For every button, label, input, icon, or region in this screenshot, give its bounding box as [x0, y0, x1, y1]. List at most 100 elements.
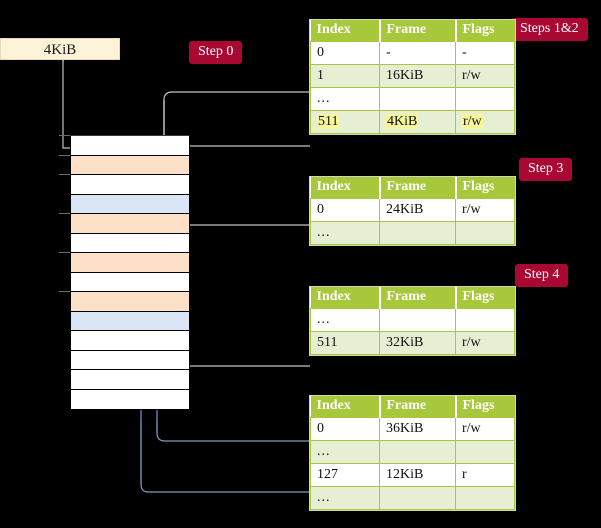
table-cell-frame: 24KiB	[379, 198, 456, 222]
cell-text: 24KiB	[386, 201, 424, 217]
column-header-frame: Frame	[379, 177, 457, 199]
cell-text: 16KiB	[386, 67, 424, 83]
table-cell-flags: r/w	[455, 417, 515, 441]
table-row: 0 24KiB r/w	[310, 198, 515, 222]
cell-text: 0	[317, 44, 324, 60]
cell-text: r/w	[462, 67, 481, 83]
column-header-flags: Flags	[455, 287, 515, 309]
table-cell-index: ...	[310, 308, 380, 332]
step-4-label: Step 4	[524, 267, 560, 282]
table-cell-flags	[455, 440, 515, 464]
memory-row	[71, 194, 189, 214]
table-row: ...	[310, 308, 515, 332]
step-badge-step-4: Step 4	[515, 264, 569, 287]
step-badge-step-3: Step 3	[519, 158, 573, 181]
cell-text: 511	[317, 113, 340, 129]
table-row: 511 4KiB r/w	[310, 110, 515, 134]
cell-text: r/w	[462, 113, 483, 129]
table-row: ...	[310, 486, 515, 510]
cell-text: 12KiB	[386, 466, 424, 482]
step-badge-step-0: Step 0	[189, 41, 243, 64]
table-cell-index: 127	[310, 463, 380, 487]
table-cell-index: 0	[310, 198, 380, 222]
table-cell-index: 1	[310, 64, 380, 88]
table-cell-frame: 36KiB	[379, 417, 456, 441]
table-row: 0 - -	[310, 41, 515, 65]
table-cell-flags	[455, 221, 515, 245]
memory-row	[59, 252, 189, 273]
cell-text: r	[462, 466, 467, 482]
table-row: 1 16KiB r/w	[310, 64, 515, 88]
memory-row	[71, 350, 189, 370]
table-cell-index: 511	[310, 331, 380, 355]
table-row: ...	[310, 440, 515, 464]
memory-tick	[59, 252, 70, 253]
column-header-index: Index	[310, 20, 381, 42]
memory-tick	[59, 174, 70, 175]
steps-1-2-label: Steps 1&2	[520, 21, 579, 36]
memory-row	[71, 311, 189, 331]
cell-text: r/w	[462, 334, 481, 350]
column-header-flags: Flags	[455, 396, 515, 418]
memory-tick	[59, 213, 70, 214]
step-3-label: Step 3	[528, 161, 564, 176]
memory-row	[71, 272, 189, 292]
table-cell-index: 511	[310, 110, 380, 134]
cell-text: 127	[317, 466, 338, 482]
table-cell-frame: 12KiB	[379, 463, 456, 487]
table-row: ...	[310, 221, 515, 245]
table-cell-flags: r/w	[455, 64, 515, 88]
table-cell-index: ...	[310, 486, 380, 510]
cell-text: r/w	[462, 201, 481, 217]
wire-t4-12kib-bend	[140, 421, 310, 493]
source-frame-box: 4KiB	[0, 38, 120, 60]
column-header-frame: Frame	[379, 20, 457, 42]
table-cell-flags: r/w	[455, 110, 515, 134]
table-cell-index: ...	[310, 221, 380, 245]
table-cell-flags: r/w	[455, 198, 515, 222]
memory-row	[71, 233, 189, 253]
table-cell-frame	[379, 87, 456, 111]
table-row: 0 36KiB r/w	[310, 417, 515, 441]
table-cell-frame: 32KiB	[379, 331, 456, 355]
cell-text: 0	[317, 201, 324, 217]
table-cell-index: 0	[310, 41, 380, 65]
memory-row	[71, 331, 189, 351]
cell-text: ...	[317, 311, 331, 327]
wire-t4-36kib-bend	[156, 421, 310, 442]
memory-row	[59, 135, 189, 156]
table-cell-flags	[455, 486, 515, 510]
cell-text: -	[386, 44, 391, 60]
column-header-index: Index	[310, 396, 381, 418]
table-cell-frame	[379, 440, 456, 464]
table-cell-index: ...	[310, 87, 380, 111]
memory-tick	[59, 135, 70, 136]
cell-text: ...	[317, 489, 331, 505]
table-cell-flags: -	[455, 41, 515, 65]
table-row: 127 12KiB r	[310, 463, 515, 487]
memory-tick	[59, 291, 70, 292]
table-cell-frame: -	[379, 41, 456, 65]
cell-text: r/w	[462, 420, 481, 436]
table-cell-frame	[379, 486, 456, 510]
step-0-label: Step 0	[198, 44, 234, 59]
table-cell-index: ...	[310, 440, 380, 464]
memory-row	[59, 174, 189, 195]
table-cell-frame: 4KiB	[379, 110, 456, 134]
table-cell-index: 0	[310, 417, 380, 441]
physical-memory-column	[59, 135, 190, 410]
memory-row	[59, 154, 189, 175]
table-cell-frame: 16KiB	[379, 64, 456, 88]
cell-text: 32KiB	[386, 334, 424, 350]
table-cell-frame	[379, 221, 456, 245]
column-header-flags: Flags	[455, 177, 515, 199]
table-row: 511 32KiB r/w	[310, 331, 515, 355]
cell-text: -	[462, 44, 467, 60]
cell-text: 0	[317, 420, 324, 436]
column-header-index: Index	[310, 177, 381, 199]
